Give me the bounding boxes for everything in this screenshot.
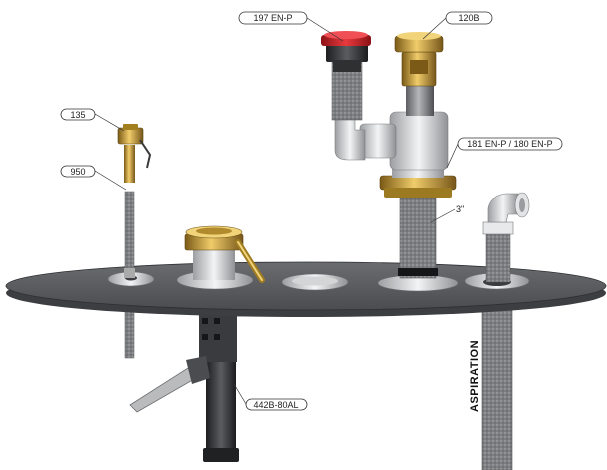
tee-fitting — [359, 84, 449, 171]
callout-197-text: 197 EN-P — [253, 13, 292, 23]
callout-135: 135 — [60, 108, 125, 132]
callout-442b-text: 442B-80AL — [253, 400, 298, 410]
callout-197-en-p: 197 EN-P — [238, 11, 344, 42]
callout-950-text: 950 — [70, 167, 85, 177]
red-cap-197 — [321, 31, 371, 72]
callout-3-inch: 3" — [430, 204, 464, 223]
callout-181-text: 181 EN-P / 180 EN-P — [467, 139, 552, 149]
suction-drop-pipe — [199, 300, 239, 462]
callout-120b: 120B — [422, 11, 493, 40]
brass-cap-135 — [117, 124, 152, 183]
aspiration-elbow — [482, 192, 530, 286]
float-arm — [129, 356, 210, 413]
camlock-fill-point — [176, 225, 265, 290]
callout-3-inch-text: 3" — [456, 204, 464, 214]
flange-center — [281, 273, 349, 291]
callout-181-en-p: 181 EN-P / 180 EN-P — [446, 137, 563, 169]
brass-valve-120b — [394, 32, 444, 87]
callout-442b-80al: 442B-80AL — [233, 383, 308, 411]
dip-tube-950 — [124, 191, 135, 279]
coupling-181 — [379, 166, 457, 198]
callout-950: 950 — [60, 165, 127, 191]
pipe-3-inch — [377, 197, 459, 292]
aspiration-label: ASPIRATION — [469, 340, 481, 412]
elbow-left — [331, 61, 366, 161]
callout-135-text: 135 — [70, 110, 85, 120]
callout-120b-text: 120B — [458, 13, 479, 23]
aspiration-pipe — [481, 285, 513, 470]
